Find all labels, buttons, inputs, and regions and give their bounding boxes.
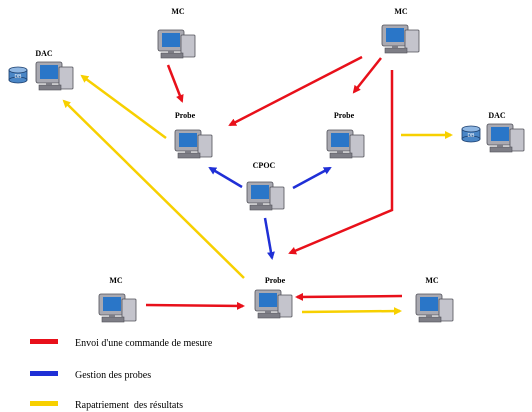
- legend-swatch-results: [30, 401, 58, 406]
- arrow-probe-left-to-dac-left: [80, 74, 167, 140]
- node-label-mc-bottom-right: MC: [425, 276, 439, 285]
- arrow-mc-top-right-to-probe-right: [352, 57, 382, 94]
- node-label-dac-left: DAC: [35, 49, 53, 58]
- arrow-mc-bottom-left-to-probe-bottom: [145, 301, 245, 310]
- arrow-probe-bottom-to-mc-bottom-right: [301, 307, 402, 316]
- arrow-mc-bottom-right-to-probe-bottom: [295, 292, 403, 301]
- command-arrows: [145, 55, 403, 310]
- database-cylinder-icon: DB: [461, 125, 481, 143]
- legend-item-results: Rapatriement des résultats: [30, 400, 183, 411]
- arrow-cpoc-to-probe-right: [292, 166, 332, 190]
- arrow-cpoc-to-probe-left: [208, 166, 243, 189]
- management-arrows: [208, 166, 332, 260]
- node-cpoc: [246, 181, 285, 211]
- arrow-mc-top-right-to-probe-bottom: [288, 70, 394, 255]
- arrow-cpoc-to-probe-bottom: [263, 217, 275, 260]
- node-label-mc-top-center: MC: [171, 7, 185, 16]
- node-label-dac-right: DAC: [488, 111, 506, 120]
- legend-swatch-command: [30, 339, 58, 344]
- node-mc-top-center: [157, 29, 196, 59]
- legend-swatch-management: [30, 371, 58, 376]
- legend-item-command: Envoi d'une commande de mesure: [30, 338, 213, 349]
- legend-label-command: Envoi d'une commande de mesure: [75, 338, 213, 349]
- legend-label-results: Rapatriement des résultats: [75, 400, 183, 411]
- node-label-mc-top-right: MC: [394, 7, 408, 16]
- node-mc-bottom-right: [415, 293, 454, 323]
- node-label-probe-bottom: Probe: [265, 276, 286, 285]
- node-label-mc-bottom-left: MC: [109, 276, 123, 285]
- node-mc-bottom-left: [98, 293, 137, 323]
- node-probe-bottom: [254, 289, 293, 319]
- node-probe-right: [326, 129, 365, 159]
- legend-label-management: Gestion des probes: [75, 370, 151, 381]
- node-dac-right: [486, 123, 525, 153]
- legend-item-management: Gestion des probes: [30, 370, 151, 381]
- legend: Envoi d'une commande de mesure Gestion d…: [30, 338, 213, 411]
- node-label-probe-left: Probe: [175, 111, 196, 120]
- node-dac-left: [35, 61, 74, 91]
- node-label-cpoc: CPOC: [253, 161, 276, 170]
- arrow-mc-top-right-to-probe-left: [228, 55, 363, 127]
- db-label-right: DB: [468, 133, 476, 139]
- arrow-mc-top-center-to-probe-left: [166, 64, 184, 103]
- node-mc-top-right: [381, 24, 420, 54]
- db-label-left: DB: [15, 74, 23, 80]
- node-probe-left: [174, 129, 213, 159]
- database-cylinder-icon: DB: [8, 66, 28, 84]
- arrow-probe-bottom-to-dac-left: [62, 99, 245, 279]
- results-arrows: [62, 74, 453, 316]
- node-label-probe-right: Probe: [334, 111, 355, 120]
